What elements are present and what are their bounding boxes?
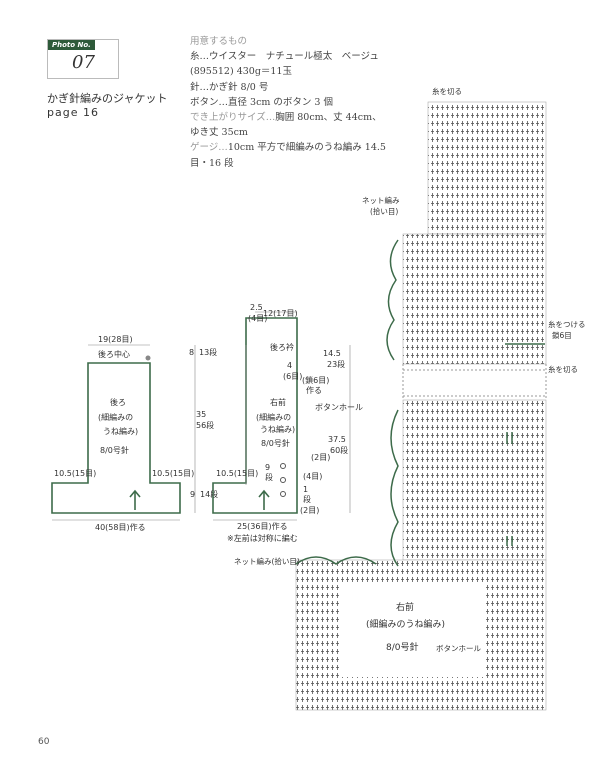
front-bh3: 1 xyxy=(303,485,308,494)
front-inc-b-2: 作る xyxy=(306,385,322,395)
chart-yarn-cut: 糸を切る xyxy=(548,364,578,374)
back-piece-outline xyxy=(51,362,181,514)
front-top-b: 12(17目) xyxy=(263,309,298,318)
front-inc-b: (鎖6目) xyxy=(302,375,329,385)
front-needle: 8/0号針 xyxy=(261,438,290,448)
back-h-bot-rows: 14段 xyxy=(200,489,218,499)
size-label: でき上がりサイズ… xyxy=(190,112,276,124)
materials-list: 用意するもの 糸…ウイスター ナチュール極太 ベージュ (895512) 430… xyxy=(190,34,386,171)
back-h-top-rows: 13段 xyxy=(199,347,217,357)
back-name: 後ろ xyxy=(110,397,126,407)
materials-heading: 用意するもの xyxy=(190,36,248,47)
photo-number-badge: Photo No. 07 xyxy=(47,39,119,79)
back-h-top: 8 xyxy=(189,348,194,357)
front-stitch-2: うね編み) xyxy=(260,424,295,434)
chart-net: ネット編み xyxy=(362,195,400,205)
front-side: 10.5(15目) xyxy=(216,469,258,478)
chart-net-bottom: ネット編み(拾い目) xyxy=(234,556,300,566)
chart-name: 右前 xyxy=(396,601,414,613)
back-needle: 8/0号針 xyxy=(100,445,129,455)
front-bh1-rows: 段 xyxy=(265,472,273,482)
buttonhole-marker-icon xyxy=(280,463,286,469)
front-bh3-rows: 段 xyxy=(303,494,311,504)
size-value-2: ゆき丈 35cm xyxy=(190,127,248,139)
chart-needle: 8/0号針 xyxy=(386,641,419,653)
back-stitch: (細編みの xyxy=(98,412,133,422)
buttonhole-marker-icon xyxy=(280,477,286,483)
spec-line: 糸…ウイスター ナチュール極太 ベージュ xyxy=(190,51,379,63)
front-inc-a-sts: (6目) xyxy=(283,372,302,381)
front-stitch: (細編みの xyxy=(256,412,291,422)
spec-line: ボタン…直径 3cm のボタン 3 個 xyxy=(190,96,333,108)
chart-yarn-attach: 糸をつける xyxy=(548,319,586,329)
front-r-mid-rows: 60段 xyxy=(330,445,348,455)
size-value: 胸囲 80cm、丈 44cm、 xyxy=(275,112,382,124)
front-inc-a: 4 xyxy=(287,361,292,370)
front-top-a-sts: (4目) xyxy=(248,314,267,323)
gauge-value: 10cm 平方で細編みのうね編み 14.5 xyxy=(227,142,386,154)
chart-buttonhole: ボタンホール xyxy=(436,644,481,653)
photo-number: 07 xyxy=(72,52,95,73)
front-top-a: 2.5 xyxy=(250,303,263,312)
photo-label: Photo No. xyxy=(48,40,95,50)
back-h-mid-rows: 56段 xyxy=(196,420,214,430)
buttonhole-marker-icon xyxy=(280,491,286,497)
gauge-label: ゲージ… xyxy=(190,142,228,154)
front-r-top-rows: 23段 xyxy=(327,359,345,369)
front-buttonhole-n: (2目) xyxy=(311,453,330,462)
front-r-mid: 37.5 xyxy=(328,435,346,444)
back-stitch-2: うね編み) xyxy=(103,426,138,436)
back-h-bot: 9 xyxy=(190,490,195,499)
back-bottom: 40(58目)作る xyxy=(95,522,146,532)
chart-yarn-cut-top: 糸を切る xyxy=(432,86,462,96)
back-h-mid: 35 xyxy=(196,410,206,419)
back-center-label: 後ろ中心 xyxy=(98,349,130,359)
chart-net-pick: (拾い目) xyxy=(370,206,398,216)
front-bh1: 9 xyxy=(265,463,270,472)
back-top-width: 19(28目) xyxy=(98,335,133,344)
chart-chain6: 鎖6目 xyxy=(552,330,572,340)
page-reference: page 16 xyxy=(47,106,99,119)
front-buttonhole: ボタンホール xyxy=(315,403,363,412)
pattern-title: かぎ針編みのジャケット xyxy=(47,92,168,105)
front-note: ※左前は対称に編む xyxy=(227,533,298,543)
spec-line: (895512) 430g＝11玉 xyxy=(190,66,292,78)
spec-line: 針…かぎ針 8/0 号 xyxy=(190,81,269,93)
front-name: 右前 xyxy=(270,397,286,407)
front-r-top: 14.5 xyxy=(323,349,341,358)
center-marker-icon xyxy=(145,355,151,361)
page-number: 60 xyxy=(38,737,50,747)
gauge-value-2: 目・16 段 xyxy=(190,157,234,169)
front-bh2: (4目) xyxy=(303,472,322,481)
chart-stitch: (細編みのうね編み) xyxy=(366,618,445,630)
back-left-side: 10.5(15目) xyxy=(54,469,96,478)
front-bottom: 25(36目)作る xyxy=(237,521,288,531)
back-right-side: 10.5(15目) xyxy=(152,469,194,478)
front-back-neck: 後ろ衿 xyxy=(270,342,294,352)
front-bh4: (2目) xyxy=(300,506,319,515)
